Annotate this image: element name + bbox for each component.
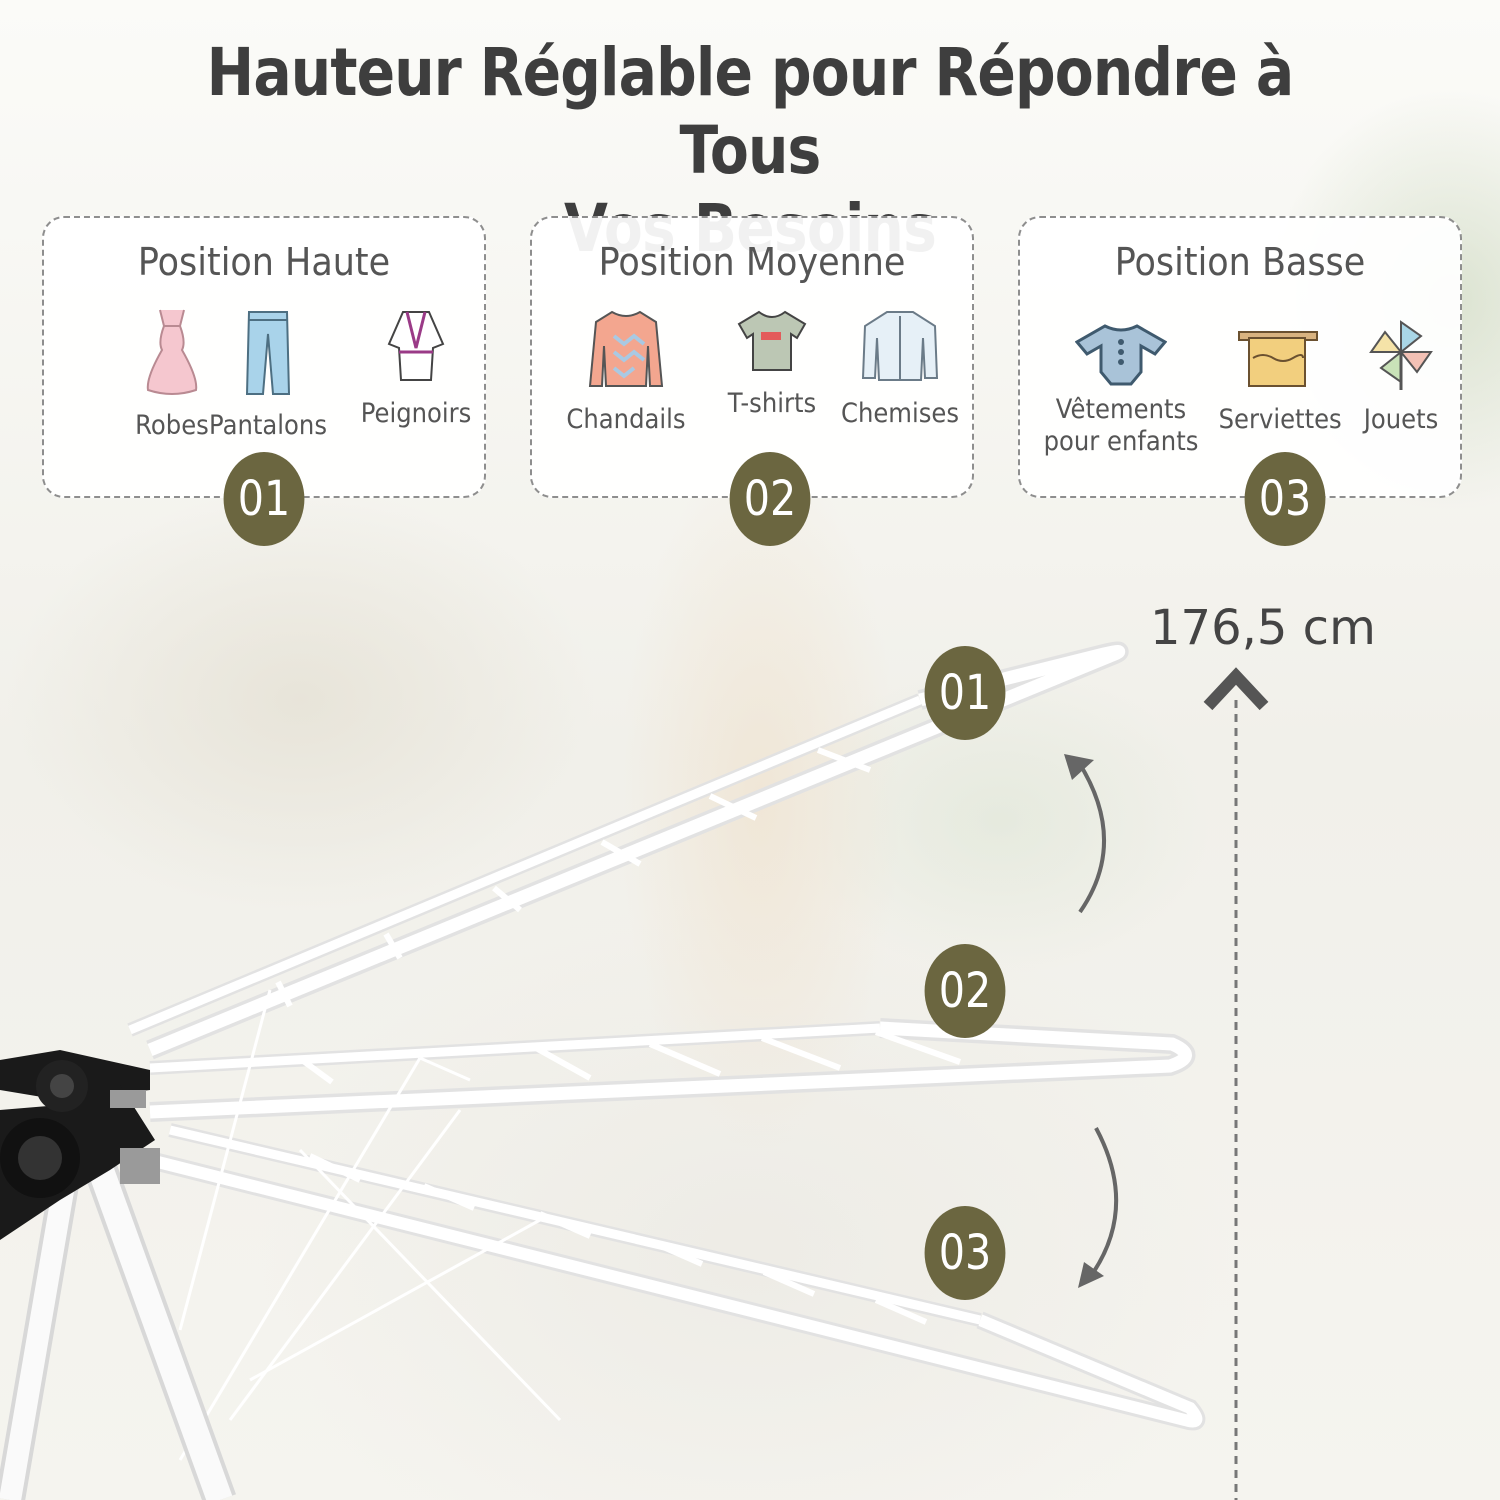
height-label: 176,5 cm: [1150, 600, 1376, 656]
card-title: Position Moyenne: [598, 240, 906, 284]
item-peignoirs: Peignoirs: [348, 308, 484, 430]
card-position-moyenne: Position Moyenne Chandails T-shirts Chem…: [530, 216, 974, 498]
item-label: Peignoirs: [360, 398, 472, 429]
item-vetements-enfants: Vêtements pour enfants: [1028, 322, 1214, 458]
card-title: Position Basse: [1114, 240, 1366, 284]
diagram-badge-02: 02: [924, 944, 1006, 1038]
dress-icon: [146, 309, 198, 395]
pinwheel-icon: [1369, 320, 1433, 390]
arrow-up-head: [1064, 754, 1094, 780]
item-label: T-shirts: [727, 388, 817, 419]
item-serviettes: Serviettes: [1212, 328, 1344, 436]
item-label: Jouets: [1363, 404, 1439, 435]
hinge-hub-icon: [0, 1050, 160, 1240]
arrow-down-icon: [1086, 1127, 1119, 1282]
badge-01: 01: [223, 452, 305, 546]
onesie-icon: [1075, 324, 1167, 386]
item-label-line-2: pour enfants: [1043, 426, 1199, 457]
wing-mid: [149, 1018, 1196, 1122]
item-chandails: Chandails: [554, 308, 698, 436]
wing-low: [147, 1123, 1206, 1431]
item-label: Chandails: [566, 404, 686, 435]
pants-icon: [245, 311, 291, 395]
card-position-haute: Position Haute Robes Pantalons Peignoirs: [42, 216, 486, 498]
bathrobe-icon: [387, 311, 445, 381]
up-chevron-icon: [1203, 667, 1269, 711]
item-tshirts: T-shirts: [712, 308, 832, 420]
badge-02: 02: [729, 452, 811, 546]
item-label: Pantalons: [209, 410, 327, 441]
item-label: Chemises: [840, 398, 960, 429]
wing-high: [127, 641, 1129, 1060]
item-chemises: Chemises: [832, 308, 968, 430]
item-pantalons: Pantalons: [198, 308, 338, 442]
item-robes: Robes: [102, 308, 242, 442]
shirt-icon: [861, 311, 939, 381]
tshirt-icon: [737, 310, 807, 371]
item-label-line-1: Vêtements: [1055, 394, 1187, 425]
arrow-up-icon: [1074, 756, 1106, 914]
diagram-badge-01: 01: [924, 646, 1006, 740]
item-label: Vêtements pour enfants: [1037, 394, 1204, 458]
diagram-badge-03: 03: [924, 1206, 1006, 1300]
sweater-icon: [588, 310, 664, 387]
card-position-basse: Position Basse Vêtements pour enfants Se…: [1018, 216, 1462, 498]
support-wires: [178, 989, 562, 1461]
towel-icon: [1238, 331, 1318, 387]
item-label: Serviettes: [1218, 404, 1342, 435]
rack-legs: [0, 1134, 236, 1500]
title-line-1: Hauteur Réglable pour Répondre à Tous: [206, 34, 1294, 189]
item-label: Robes: [135, 410, 209, 441]
arrow-down-head: [1078, 1262, 1104, 1288]
badge-03: 03: [1244, 452, 1326, 546]
item-jouets: Jouets: [1342, 318, 1460, 436]
card-title: Position Haute: [137, 240, 391, 284]
